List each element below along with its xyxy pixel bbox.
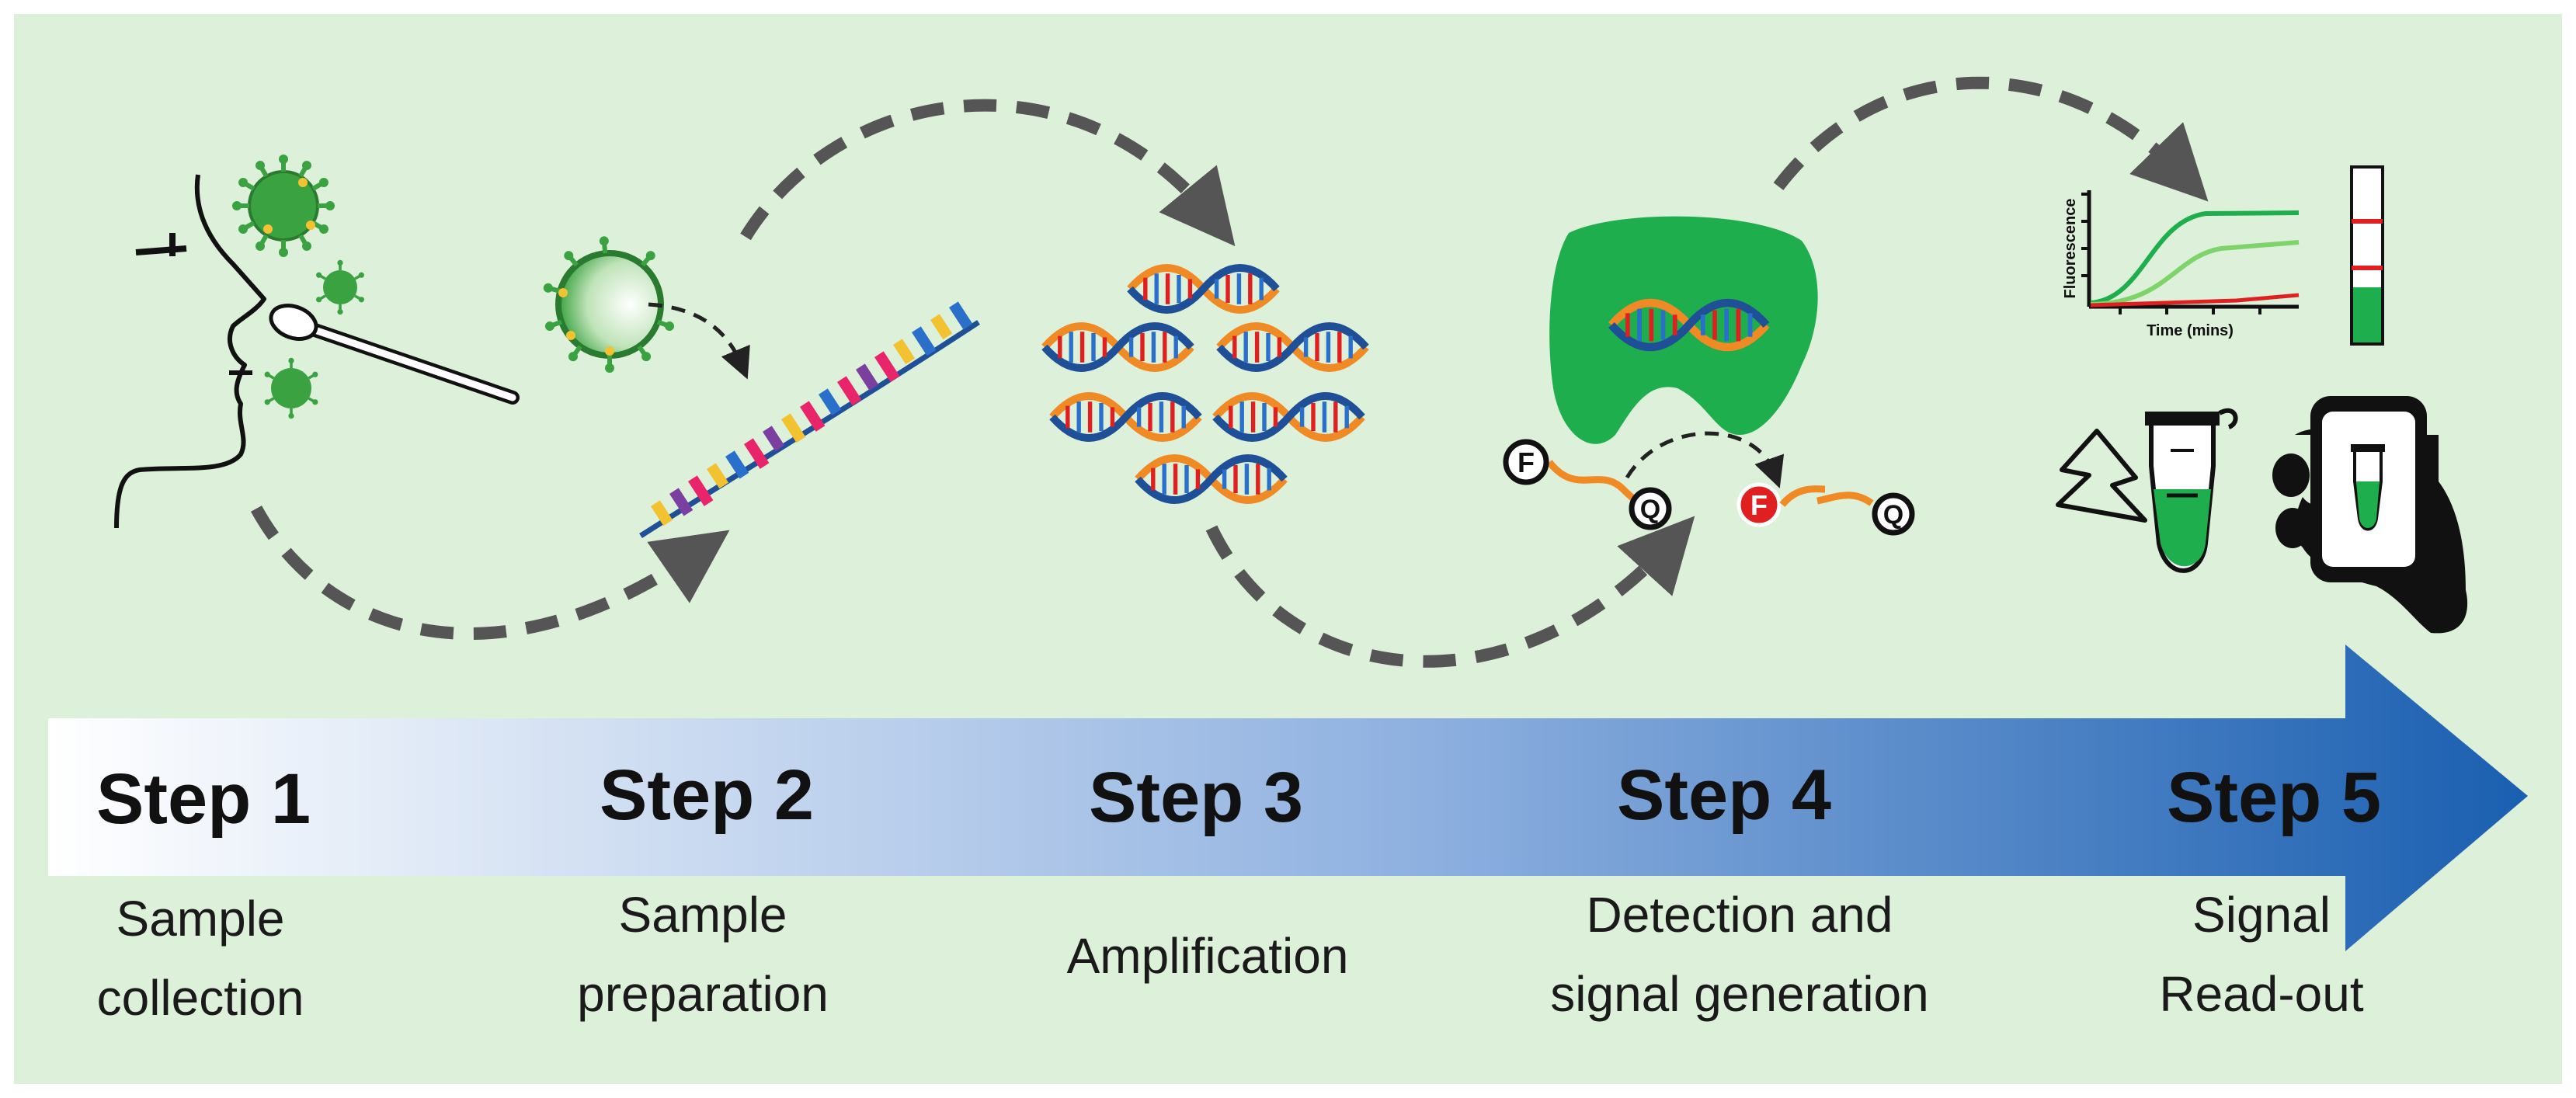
- step-desc-line-1: Signal: [2192, 887, 2331, 943]
- cleaved-reporter: F Q: [1736, 482, 1915, 536]
- chart-ylabel: Fluorescence: [2062, 199, 2079, 299]
- step-desc-line-2: preparation: [577, 966, 829, 1022]
- release-arrow: [648, 302, 750, 380]
- face-profile: [114, 174, 266, 529]
- step-title: Step 5: [2167, 758, 2381, 837]
- step-desc-line-1: Sample: [116, 891, 285, 947]
- step-desc-line-2: Read-out: [2159, 966, 2364, 1022]
- nasal-swab-icon: [114, 155, 520, 529]
- step-desc-line-1: Detection and: [1587, 887, 1893, 943]
- step-desc-line-2: signal generation: [1550, 966, 1928, 1022]
- quencher: [1872, 492, 1915, 536]
- fluorescence-chart-icon: Fluorescence Time (mins): [2062, 190, 2300, 339]
- connector-arrows: [250, 76, 2209, 668]
- chart-xlabel: Time (mins): [2147, 322, 2234, 339]
- smartphone-readout-icon: [2272, 396, 2468, 634]
- trans-cleavage-arrow: [1625, 431, 1785, 488]
- step-title: Step 2: [600, 756, 814, 835]
- swab-tip: [269, 304, 318, 341]
- curve-high: [2090, 210, 2300, 305]
- step-5-label: Step 5 Signal Read-out: [2159, 758, 2381, 1022]
- lysed-virus: [542, 236, 675, 373]
- quencher-label: Q: [1640, 495, 1660, 524]
- fluorophore-label: F: [1517, 446, 1535, 478]
- step-desc-line-1: Sample: [619, 887, 787, 943]
- lateral-flow-strip-icon: [2350, 165, 2384, 346]
- progress-arrow: [48, 645, 2528, 951]
- step-desc-line-2: collection: [97, 970, 304, 1026]
- rna-bases: [651, 301, 973, 526]
- virus-large: [232, 155, 335, 257]
- step-title: Step 3: [1089, 758, 1303, 837]
- step-labels: Step 1 Sample collection Step 2 Sample p…: [96, 756, 2381, 1026]
- step-title: Step 4: [1617, 756, 1831, 835]
- step-2-label: Step 2 Sample preparation: [577, 756, 829, 1022]
- fluorophore-label: F: [1750, 489, 1768, 521]
- step-title: Step 1: [96, 759, 311, 839]
- lightning-tube-icon: [2056, 408, 2238, 573]
- curve-negative: [2090, 293, 2300, 308]
- fluorophore-quenched: [1503, 439, 1549, 485]
- step-desc-line-2: Amplification: [1067, 928, 1349, 984]
- rna-extraction-icon: [542, 236, 980, 538]
- step-3-label: Step 3 Amplification: [1067, 758, 1349, 984]
- intact-reporter: F Q: [1503, 439, 1672, 530]
- virus-small-2: [262, 356, 321, 421]
- fluorophore-active: [1736, 482, 1782, 527]
- step-4-label: Step 4 Detection and signal generation: [1550, 756, 1928, 1022]
- virus-small-1: [313, 258, 367, 317]
- quencher-label: Q: [1883, 500, 1903, 530]
- curve-mid: [2090, 240, 2300, 307]
- rna-strand: [639, 301, 980, 538]
- connector-arrow-4-to-5: [1773, 76, 2209, 202]
- step-1-label: Step 1 Sample collection: [96, 759, 311, 1026]
- eye-brow: [135, 245, 187, 255]
- lightning-bolt-icon: [2056, 429, 2147, 523]
- cas-cleavage-icon: F Q F Q: [1503, 216, 1915, 536]
- connector-arrow-3-to-4: [1205, 516, 1695, 668]
- quencher: [1629, 487, 1672, 530]
- connector-arrow-1-to-2: [250, 506, 730, 640]
- connector-arrow-2-to-3: [740, 99, 1236, 247]
